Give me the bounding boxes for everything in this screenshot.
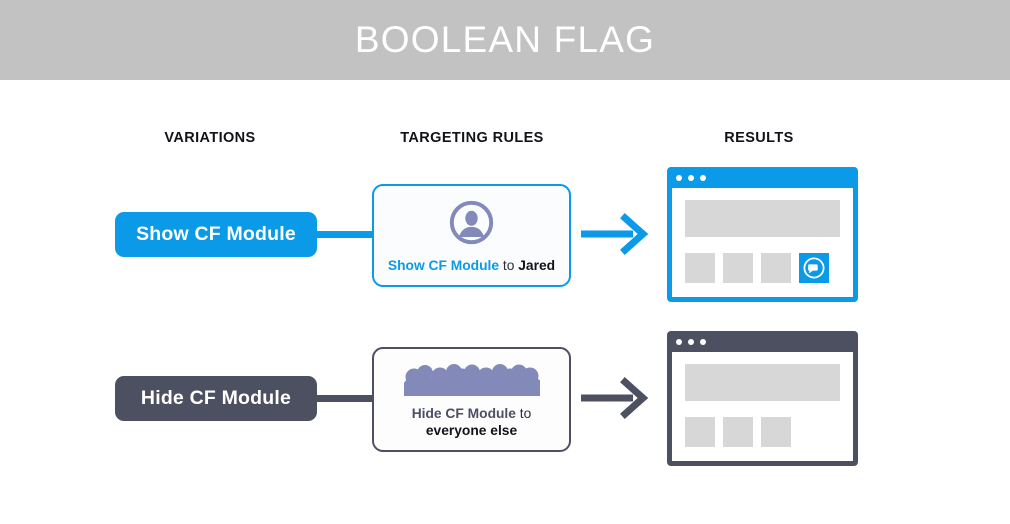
browser-content-hide [672,352,853,461]
chat-bubble-icon [802,256,826,280]
flag-rule-row-hide: Hide CF Module [0,324,1010,469]
result-window-hide[interactable] [667,331,858,466]
browser-titlebar-hide [667,331,858,352]
variation-pill-label: Hide CF Module [140,387,292,409]
content-placeholder-tile [723,417,753,447]
flag-rule-row-show: Show CF Module Show CF Module to Jared [0,160,1010,305]
group-people-icon [401,363,544,396]
content-placeholder-tile [723,253,753,283]
connector-line-hide [296,395,378,402]
column-header-variations: VARIATIONS [164,130,256,146]
targeting-rule-text-show: Show CF Module to Jared [388,257,555,274]
rule-to-show: to [502,257,515,273]
variation-pill-hide-cf-module[interactable]: Hide CF Module [115,376,317,421]
content-placeholder-hero [685,200,840,237]
single-person-icon [449,200,494,245]
rule-name-show: Show CF Module [387,257,500,273]
variation-pill-label: Show CF Module [136,223,296,245]
browser-content-show [672,188,853,297]
rule-target-show: Jared [518,257,556,273]
arrow-right-icon-show [581,212,651,256]
result-window-show[interactable] [667,167,858,302]
page-header: BOOLEAN FLAG [0,0,1010,80]
column-header-targeting-rules: TARGETING RULES [400,130,544,146]
content-placeholder-hero [685,364,840,401]
content-placeholder-tile [761,417,791,447]
window-dot-icon [676,174,682,181]
connector-line-show [296,231,378,238]
window-dot-icon [688,174,694,181]
arrow-right-icon-hide [581,376,651,420]
window-dot-icon [700,338,706,345]
content-tile-row-hide [685,417,840,447]
variation-pill-show-cf-module[interactable]: Show CF Module [115,212,317,257]
content-placeholder-tile [685,253,715,283]
cf-module-tile[interactable] [799,253,829,283]
rule-name-hide: Hide CF Module [411,405,516,421]
window-dot-icon [688,338,694,345]
targeting-rule-text-hide: Hide CF Module to everyone else [412,405,532,439]
targeting-rule-card-show[interactable]: Show CF Module to Jared [372,184,571,287]
column-header-results: RESULTS [724,130,794,146]
window-dot-icon [700,174,706,181]
page-title: BOOLEAN FLAG [354,19,656,60]
rule-target-hide: everyone else [425,422,518,438]
content-placeholder-tile [761,253,791,283]
window-dot-icon [676,338,682,345]
content-tile-row-show [685,253,840,283]
browser-titlebar-show [667,167,858,188]
rule-to-hide: to [519,405,532,421]
content-placeholder-tile [685,417,715,447]
targeting-rule-card-hide[interactable]: Hide CF Module to everyone else [372,347,571,452]
